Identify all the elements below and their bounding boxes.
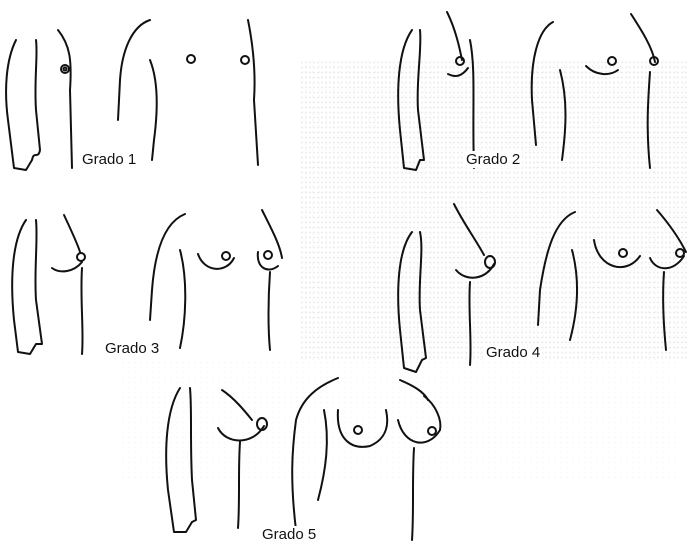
breast-outline — [52, 262, 82, 271]
stage-3-label: Grado 3 — [103, 340, 161, 357]
torso-outline — [222, 390, 252, 420]
torso-outline — [269, 272, 271, 350]
torso-outline — [470, 40, 474, 168]
torso-outline — [412, 448, 414, 540]
stage-5-drawing — [166, 378, 440, 540]
torso-outline — [81, 268, 82, 354]
arm-outline — [538, 212, 575, 325]
nipple-icon — [77, 253, 85, 261]
arm-outline — [398, 30, 424, 170]
nipple-icon — [354, 426, 362, 434]
stage-3-front-view — [150, 210, 282, 350]
arm-outline — [12, 220, 42, 354]
nipple-icon — [619, 249, 627, 257]
torso-outline — [454, 204, 484, 255]
torso-outline — [663, 272, 666, 350]
stage-5-front-view — [292, 378, 440, 540]
stage-4-front-view — [538, 210, 686, 350]
torso-outline — [248, 20, 258, 165]
arm-outline — [532, 22, 553, 145]
arm-outline — [398, 232, 426, 372]
arm-outline — [570, 250, 577, 340]
torso-outline — [631, 14, 655, 62]
stage-1-front-view — [118, 20, 258, 165]
breast-outline — [594, 240, 640, 267]
torso-outline — [648, 72, 650, 168]
nipple-icon — [676, 249, 684, 257]
stage-2-drawing — [398, 12, 658, 170]
stage-2-side-view — [398, 12, 474, 170]
nipple-icon — [485, 256, 495, 268]
stage-2-label: Grado 2 — [464, 151, 522, 168]
stage-4-side-view — [398, 204, 495, 372]
stage-5-side-view — [166, 388, 267, 532]
stage-5-label: Grado 5 — [260, 526, 318, 543]
nipple-icon — [187, 55, 195, 63]
breast-outline — [456, 264, 494, 278]
arm-outline — [150, 214, 185, 320]
nipple-icon — [222, 252, 230, 260]
arm-outline — [166, 388, 196, 532]
nipple-icon — [264, 251, 272, 259]
torso-outline — [469, 282, 470, 365]
stage-1-side-view — [6, 30, 72, 170]
nipple-icon — [241, 56, 249, 64]
torso-outline — [64, 215, 80, 252]
breast-outline — [198, 254, 234, 269]
torso-outline — [58, 30, 72, 168]
torso-outline — [238, 442, 240, 528]
breast-outline — [218, 426, 264, 441]
nipple-icon — [456, 57, 464, 65]
arm-outline — [6, 40, 40, 170]
stage-4-label: Grado 4 — [484, 344, 542, 361]
stage-1-label: Grado 1 — [80, 151, 138, 168]
torso-outline — [447, 12, 462, 60]
stage-1-drawing — [6, 20, 258, 170]
breast-outline — [448, 68, 468, 76]
torso-outline — [262, 210, 282, 258]
arm-outline — [118, 20, 150, 120]
breast-outline — [258, 252, 278, 270]
nipple-icon — [608, 57, 616, 65]
arm-outline — [292, 378, 338, 530]
arm-outline — [318, 410, 327, 500]
areola-icon — [64, 68, 67, 71]
nipple-icon — [428, 427, 436, 435]
stage-3-side-view — [12, 215, 85, 354]
nipple-icon — [61, 65, 69, 73]
breast-outline — [398, 396, 440, 443]
stage-3-drawing — [12, 210, 282, 354]
breast-outline — [586, 66, 618, 74]
arm-outline — [180, 250, 185, 348]
torso-outline — [657, 210, 686, 252]
stage-2-front-view — [532, 14, 658, 168]
arm-outline — [150, 60, 157, 160]
arm-outline — [560, 70, 566, 160]
